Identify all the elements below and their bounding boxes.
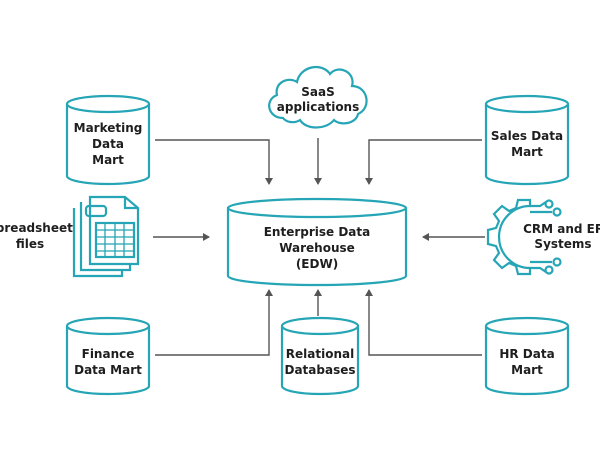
cylinder-icon: [484, 316, 570, 396]
node-crm: CRM and ERP Systems: [486, 198, 600, 276]
node-sales: Sales Data Mart: [484, 94, 570, 186]
cylinder-icon: [280, 316, 360, 396]
node-label: Data: [92, 137, 124, 151]
node-label: applications: [277, 100, 360, 114]
node-label: Databases: [284, 363, 355, 377]
cylinder-icon: [65, 94, 151, 186]
node-saas: SaaS applications: [268, 65, 368, 129]
edge-sales: [365, 139, 482, 185]
node-label: Warehouse: [279, 241, 355, 255]
gear-circuit-icon: [486, 198, 562, 276]
node-spreadsheet: Spreadsheet files: [0, 195, 140, 278]
node-label: Finance: [82, 347, 135, 361]
cylinder-icon: [484, 94, 570, 186]
cylinder-icon: [65, 316, 151, 396]
node-label: Data Mart: [74, 363, 142, 377]
node-label: Marketing: [74, 121, 143, 135]
node-label: CRM and ERP: [523, 222, 600, 236]
node-edw: Enterprise Data Warehouse (EDW): [226, 197, 408, 287]
node-marketing: Marketing Data Mart: [65, 94, 151, 186]
node-label: SaaS: [301, 85, 334, 99]
node-label: Mart: [511, 145, 543, 159]
spreadsheet-files-icon: [72, 195, 140, 278]
node-label: HR Data: [499, 347, 554, 361]
node-label: Relational: [286, 347, 354, 361]
node-relational: Relational Databases: [280, 316, 360, 396]
edges: [153, 138, 485, 356]
edge-finance: [155, 289, 273, 356]
node-label: Mart: [511, 363, 543, 377]
cylinder-icon: [226, 197, 408, 287]
node-label: Systems: [534, 237, 591, 251]
node-label: (EDW): [296, 257, 338, 271]
node-label: Sales Data: [491, 129, 563, 143]
node-finance: Finance Data Mart: [65, 316, 151, 396]
node-hr: HR Data Mart: [484, 316, 570, 396]
edge-hr: [365, 289, 482, 356]
edge-marketing: [155, 139, 273, 185]
node-label: Mart: [92, 153, 124, 167]
node-label: Spreadsheet: [0, 221, 73, 235]
node-label: Enterprise Data: [264, 225, 371, 239]
cloud-icon: [268, 65, 368, 129]
node-label: files: [16, 237, 44, 251]
